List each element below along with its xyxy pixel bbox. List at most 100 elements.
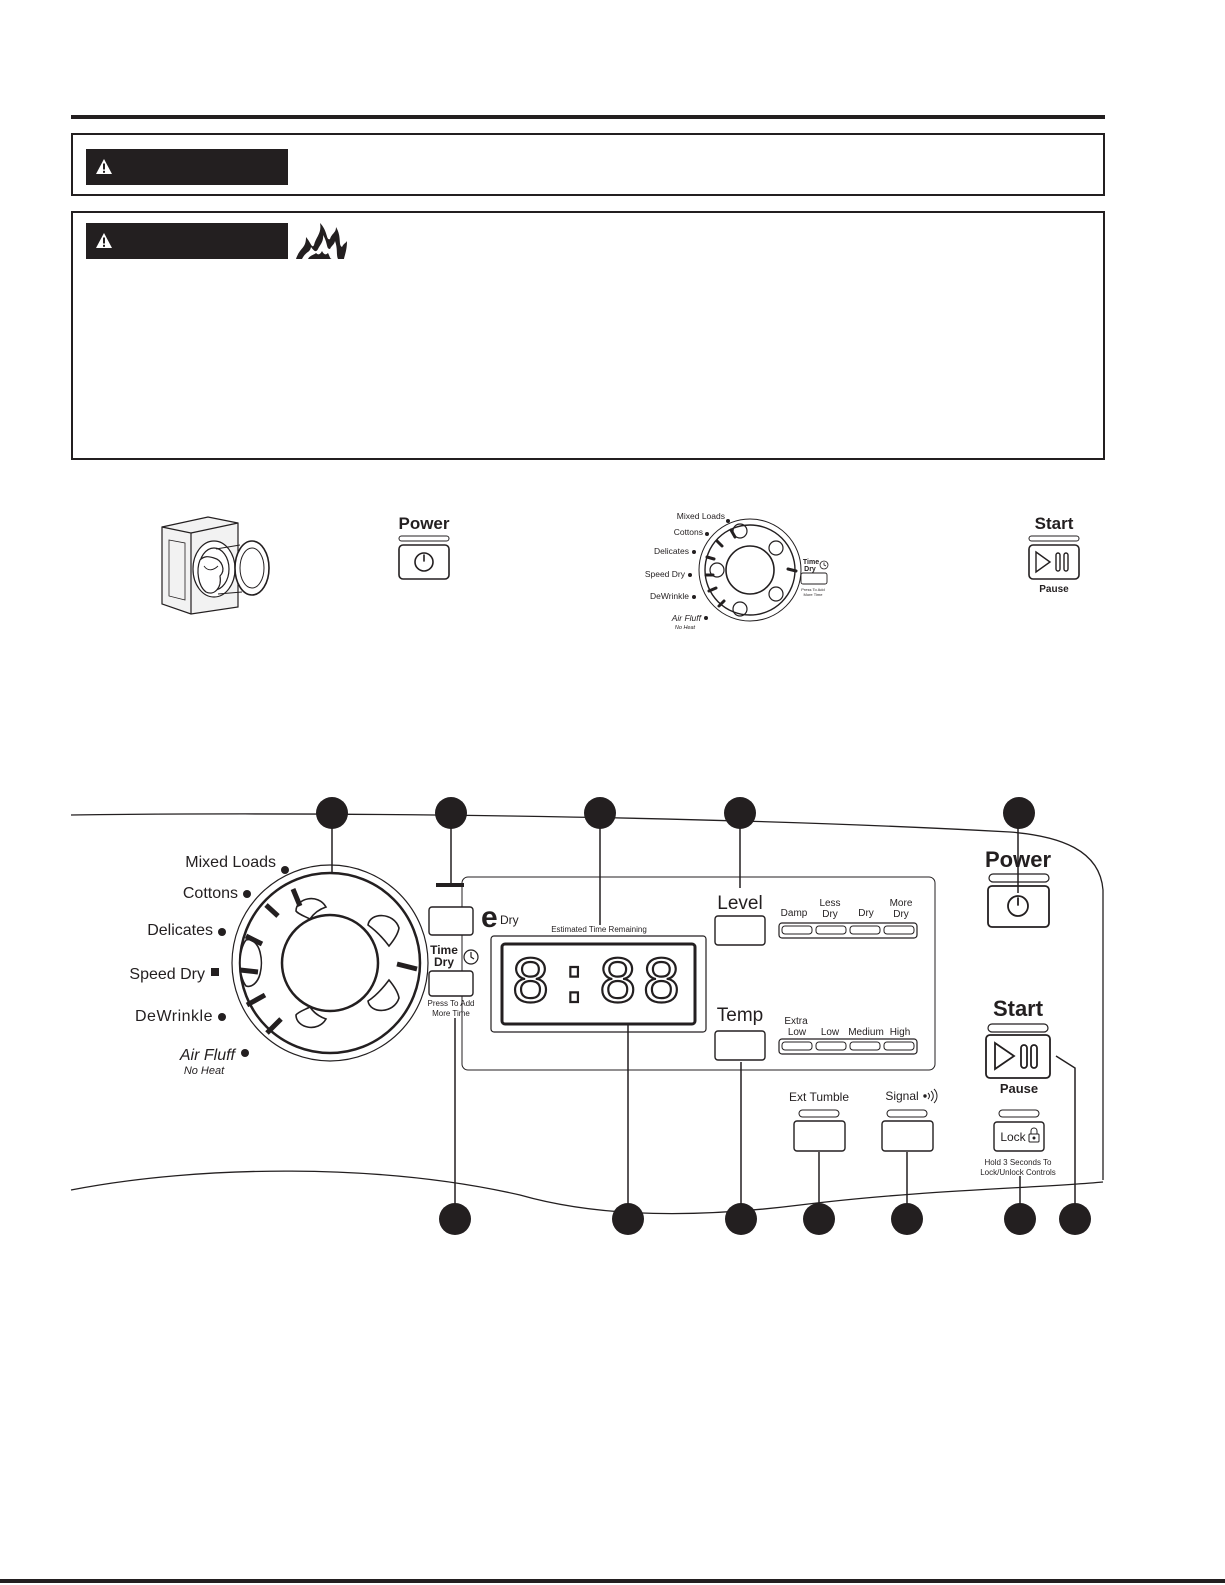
warning-tag (86, 149, 288, 185)
power-icon (414, 552, 434, 572)
cycle-label-delicates: Delicates (147, 922, 213, 939)
dial-press-add-label: More Time (804, 592, 824, 597)
level-led (883, 925, 915, 935)
step-start-button: Start Pause (1028, 514, 1080, 595)
level-option-less-dry: Less (819, 898, 840, 909)
cycle-selector-dial[interactable] (231, 864, 429, 1062)
dial-time-dry-label: Time (803, 559, 819, 566)
edry-button[interactable] (428, 906, 474, 936)
callout-marker (891, 1203, 923, 1235)
callout-marker (612, 1203, 644, 1235)
temp-option-high: High (890, 1027, 911, 1038)
time-display (500, 942, 697, 1026)
display-caption: Estimated Time Remaining (551, 925, 647, 934)
time-dry-label: Time (430, 943, 458, 957)
level-option-damp: Damp (781, 908, 808, 919)
level-label: Level (717, 893, 762, 914)
cycle-label-dewrinkle: DeWrinkle (135, 1008, 213, 1025)
step-start-label: Start (1035, 514, 1074, 533)
callout-marker (316, 797, 348, 829)
temp-led (815, 1041, 847, 1051)
cycle-label-air-fluff: Air Fluff (179, 1047, 237, 1064)
dial-press-add-label: Press To Add (801, 587, 825, 592)
level-option-more-dry: More (890, 898, 913, 909)
lock-label: Lock (1000, 1130, 1026, 1144)
signal-label: Signal (885, 1089, 918, 1103)
edry-indicator-bar (436, 883, 464, 887)
level-option-more-dry: Dry (893, 909, 909, 920)
dial-cycle-label: Speed Dry (645, 569, 686, 579)
step-cycle-dial: Mixed Loads Cottons Delicates Speed Dry … (645, 511, 829, 631)
lock-icon (1028, 1127, 1040, 1143)
temp-option-extra-low: Extra (784, 1016, 808, 1027)
more-time-label: More Time (432, 1009, 470, 1018)
ext-tumble-label: Ext Tumble (789, 1090, 849, 1104)
start-label: Start (993, 996, 1044, 1021)
clock-icon (819, 560, 829, 570)
warning-triangle-icon (96, 159, 112, 174)
callout-marker (584, 797, 616, 829)
callout-markers (316, 797, 1091, 1235)
step-power-button: Power (398, 514, 450, 580)
dial-cycle-label: Cottons (674, 527, 703, 537)
dial-air-fluff-label: Air Fluff (671, 613, 703, 623)
warning-triangle-icon (96, 233, 112, 248)
edry-e-label: e (481, 901, 498, 934)
pause-label: Pause (1000, 1081, 1038, 1096)
temp-indicator-strip (778, 1038, 918, 1055)
temp-option-low: Low (821, 1027, 840, 1038)
cycle-label-cottons: Cottons (183, 885, 238, 902)
temp-led (849, 1041, 881, 1051)
cycle-label-speed-dry: Speed Dry (129, 966, 205, 983)
time-dry-button[interactable] (428, 970, 474, 997)
callout-marker (724, 797, 756, 829)
callout-marker (1059, 1203, 1091, 1235)
lock-hint: Lock/Unlock Controls (980, 1168, 1056, 1177)
edry-dry-label: Dry (500, 913, 519, 927)
operating-steps: Power Mixed Loads Cottons Delicates Spee… (161, 511, 1080, 631)
control-panel-diagram: Mixed Loads Cottons Delicates Speed Dry … (70, 797, 1104, 1235)
sound-waves-icon (923, 1088, 938, 1104)
cycle-label-no-heat: No Heat (184, 1065, 225, 1077)
warning-box-1 (71, 133, 1105, 196)
signal-button[interactable] (881, 1120, 934, 1152)
callout-marker (1004, 1203, 1036, 1235)
step-pause-label: Pause (1039, 584, 1069, 595)
callout-marker (725, 1203, 757, 1235)
temp-option-extra-low: Low (788, 1027, 807, 1038)
footer-rule (0, 1579, 1225, 1583)
dial-no-heat-label: No Heat (675, 625, 696, 631)
dial-cycle-label: Mixed Loads (677, 511, 725, 521)
level-option-dry: Dry (858, 908, 874, 919)
temp-label: Temp (717, 1005, 763, 1026)
callout-marker (803, 1203, 835, 1235)
play-pause-icon (1035, 550, 1069, 574)
power-icon (1007, 895, 1029, 917)
dryer-loading-illustration (161, 516, 270, 615)
press-to-add-label: Press To Add (428, 999, 475, 1008)
callout-marker (435, 797, 467, 829)
callout-marker (1003, 797, 1035, 829)
temp-button[interactable] (714, 1030, 766, 1061)
ext-tumble-button[interactable] (793, 1120, 846, 1152)
temp-option-medium: Medium (848, 1027, 884, 1038)
temp-led (781, 1041, 813, 1051)
step-power-label: Power (398, 514, 449, 533)
level-indicator-strip (778, 922, 918, 939)
warning-tag (86, 223, 288, 259)
level-option-less-dry: Dry (822, 909, 838, 920)
level-button[interactable] (714, 915, 766, 946)
warning-box-2 (71, 211, 1105, 460)
lock-hint: Hold 3 Seconds To (984, 1158, 1052, 1167)
dial-cycle-label: Delicates (654, 546, 689, 556)
temp-led (883, 1041, 915, 1051)
panel-outline-bottom (70, 1170, 1104, 1215)
level-led (781, 925, 813, 935)
time-dry-label: Dry (434, 955, 454, 969)
dial-cycle-label: DeWrinkle (650, 591, 689, 601)
callout-marker (439, 1203, 471, 1235)
cycle-label-mixed-loads: Mixed Loads (185, 854, 276, 871)
callout-lines (331, 813, 1076, 1216)
level-led (849, 925, 881, 935)
header-rule (71, 115, 1105, 119)
